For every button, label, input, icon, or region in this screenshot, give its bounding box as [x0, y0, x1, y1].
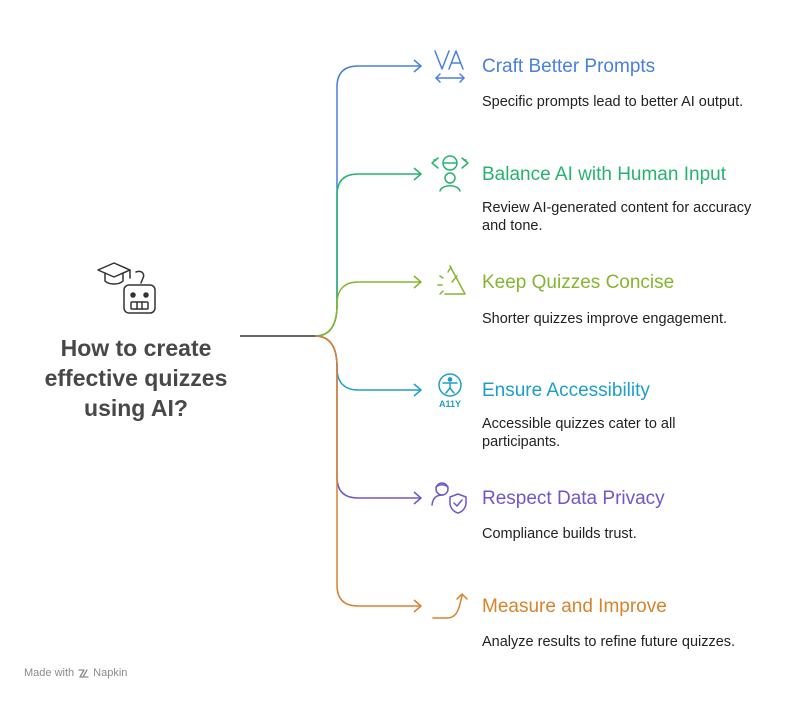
central-topic-line-2: effective quizzes: [44, 365, 228, 391]
branch-title-1: Craft Better Prompts: [482, 56, 656, 77]
branch-description-6: Analyze results to refine future quizzes…: [482, 634, 736, 650]
text-spacing-icon: [434, 50, 465, 83]
branch-description-5: Compliance builds trust.: [482, 526, 637, 542]
ai-human-icon: [431, 155, 469, 192]
central-topic: How to create effective quizzes using AI…: [12, 333, 260, 423]
arrowhead-1: [413, 59, 423, 73]
branch-connector-4: [314, 335, 420, 391]
central-topic-line-1: How to create: [60, 335, 212, 361]
growth-arrow-icon: [432, 593, 468, 619]
graduation-robot-icon: [97, 262, 156, 314]
branch-description-4: Accessible quizzes cater to all particip…: [482, 416, 676, 450]
branch-title-5: Respect Data Privacy: [482, 488, 665, 509]
made-with-label: Made with: [24, 667, 75, 679]
branch-title-6: Measure and Improve: [482, 596, 667, 617]
branch-connector-2: [314, 173, 420, 337]
branch-connector-1: [314, 65, 420, 337]
branch-title-4: Ensure Accessibility: [482, 380, 650, 401]
branch-description-1: Specific prompts lead to better AI outpu…: [482, 94, 744, 110]
arrowhead-2: [413, 167, 423, 181]
branch-connector-5: [314, 335, 420, 499]
branch-connector-3: [314, 281, 420, 337]
user-shield-icon: [431, 482, 467, 514]
arrowhead-4: [413, 383, 423, 397]
central-topic-line-3: using AI?: [84, 395, 188, 421]
branch-description-3: Shorter quizzes improve engagement.: [482, 311, 728, 327]
arrowhead-5: [413, 491, 423, 505]
arrowhead-6: [413, 599, 423, 613]
timer-icon: [437, 265, 466, 295]
branch-title-2: Balance AI with Human Input: [482, 164, 726, 185]
napkin-brand-label: Napkin: [93, 667, 128, 679]
arrowhead-3: [413, 275, 423, 289]
svg-text:A11Y: A11Y: [439, 399, 461, 409]
accessibility-icon: A11Y: [438, 373, 462, 409]
branch-connector-6: [314, 335, 420, 607]
branch-title-3: Keep Quizzes Concise: [482, 272, 675, 293]
branch-description-2: Review AI-generated content for accuracy…: [482, 200, 752, 234]
made-with-napkin-footer: Made with Napkin: [24, 667, 127, 679]
napkin-logo-icon: [78, 668, 89, 678]
